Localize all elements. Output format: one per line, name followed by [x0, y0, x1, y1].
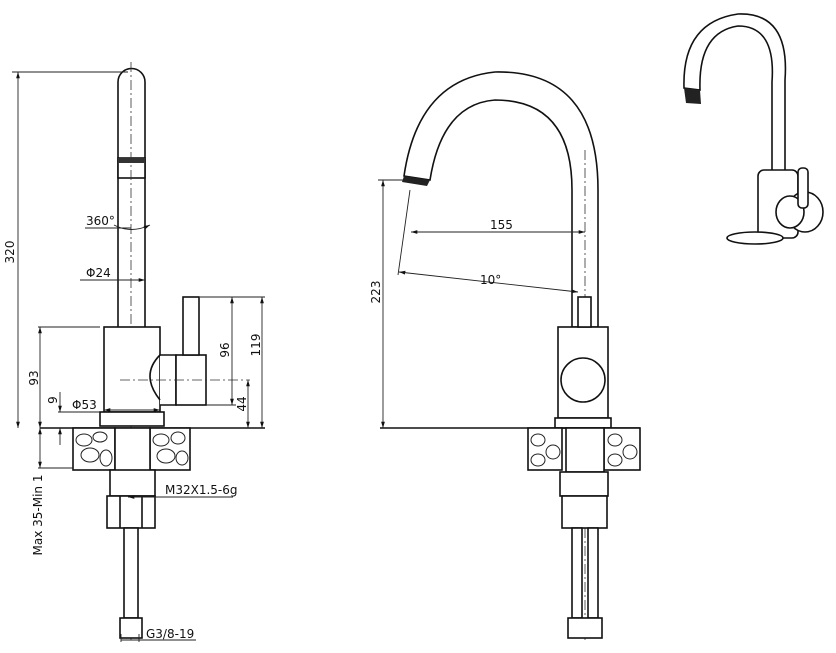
washer: [109, 469, 156, 497]
counter-thickness-label: Max 35-Min 1: [31, 475, 45, 556]
front-view: 223 155 10°: [369, 71, 641, 640]
front-fittings: [567, 617, 603, 639]
rotation-label: 360°: [86, 214, 115, 228]
supply-hose: [123, 527, 139, 619]
handle-lever: [182, 296, 200, 356]
front-hose-right: [587, 527, 599, 619]
dim-155-label: 155: [490, 218, 513, 232]
perspective-view: [683, 13, 824, 245]
spout-diameter-label: Φ24: [86, 266, 111, 280]
hose-thread-label: G3/8-19: [146, 627, 194, 641]
angle-arc: [398, 270, 579, 294]
mount-nut: [106, 495, 156, 529]
dim-223-label: 223: [369, 281, 383, 304]
flange: [99, 411, 165, 427]
dim-44-label: 44: [235, 396, 249, 411]
front-washer: [559, 471, 609, 497]
perspective-knob-side: [775, 195, 805, 229]
front-shank: [565, 427, 605, 473]
dim-96-label: 96: [218, 342, 232, 357]
dim-119-label: 119: [249, 334, 263, 357]
front-hose-left: [571, 527, 583, 619]
dim-93-label: 93: [27, 370, 41, 385]
front-lever: [577, 296, 592, 328]
perspective-aerator: [684, 88, 701, 104]
perspective-lever: [797, 167, 809, 209]
body-curve: [149, 354, 161, 401]
dim-320-label: 320: [3, 241, 17, 264]
spout-tube: [117, 67, 146, 327]
front-flange: [554, 417, 612, 429]
base-diameter-label: Φ53: [72, 398, 97, 412]
thread-label: M32X1.5-6g: [165, 483, 238, 497]
front-nut: [561, 495, 608, 529]
perspective-base: [726, 231, 784, 245]
aerator: [402, 176, 430, 186]
handle-knob: [560, 357, 606, 403]
side-view: 320 360° Φ24 93 9 Φ53 96 44 119 Max 35-M…: [3, 62, 265, 642]
stone-hatch: [75, 431, 189, 467]
front-stone-hatch: [530, 433, 638, 467]
shank: [114, 427, 151, 473]
hose-fitting: [119, 617, 143, 639]
angle-label: 10°: [480, 273, 501, 287]
ring-band: [118, 158, 145, 163]
rotation-arrow: [113, 224, 151, 230]
dim-9-label: 9: [46, 396, 60, 404]
gooseneck-spout: [403, 71, 599, 328]
